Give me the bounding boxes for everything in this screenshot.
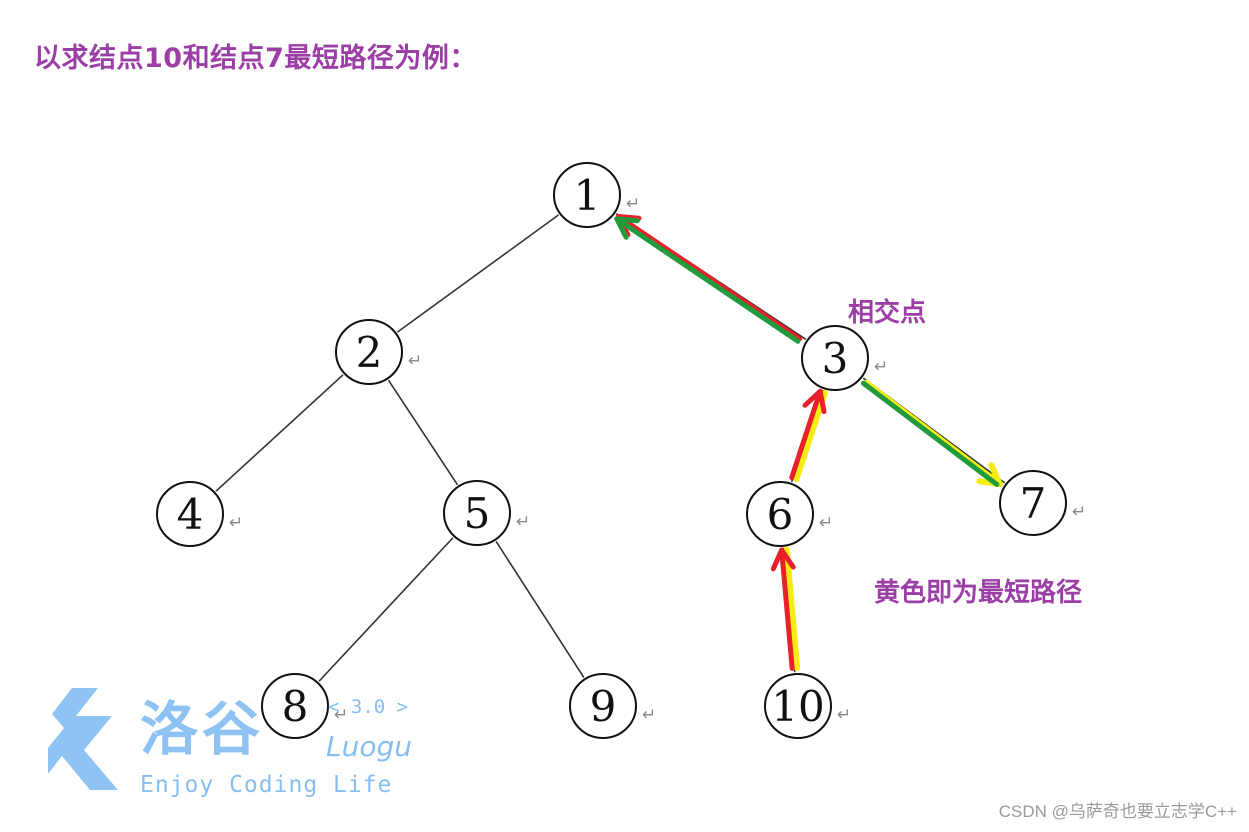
logo-english-text: Luogu: [326, 730, 412, 763]
return-mark: ↵: [1072, 502, 1086, 522]
return-mark: ↵: [837, 705, 851, 725]
green-arrow: [614, 216, 801, 344]
node-label: 9: [590, 682, 617, 731]
node-label: 8: [282, 682, 309, 731]
return-mark: ↵: [874, 357, 888, 377]
tree-node-1: 1↵: [553, 162, 640, 228]
return-mark: ↵: [408, 351, 422, 371]
tree-edge: [495, 541, 585, 678]
return-mark: ↵: [626, 194, 640, 214]
logo-tagline: Enjoy Coding Life: [140, 772, 393, 798]
tree-node-2: 2↵: [335, 319, 422, 385]
diagram-title: 以求结点10和结点7最短路径为例：: [34, 43, 477, 74]
tree-node-7: 7↵: [999, 470, 1086, 536]
tree-node-6: 6↵: [746, 481, 833, 547]
tree-node-10: 10 ↵: [764, 673, 851, 739]
tree-edge: [387, 379, 459, 486]
tree-edge: [318, 537, 454, 682]
tree-node-5: 5↵: [443, 480, 530, 546]
return-mark: ↵: [334, 705, 348, 725]
node-label: 7: [1020, 479, 1047, 528]
node-label: 1: [574, 171, 601, 220]
node-label: 2: [356, 328, 383, 377]
yellow-arrow: [793, 389, 828, 483]
red-arrow: [789, 388, 827, 481]
tree-node-8: 8↵: [261, 673, 348, 739]
csdn-watermark: CSDN @乌萨奇也要立志学C++: [998, 802, 1237, 821]
return-mark: ↵: [642, 705, 656, 725]
return-mark: ↵: [516, 512, 530, 532]
node-label: 6: [767, 490, 794, 539]
shortest-path-label: 黄色即为最短路径: [874, 578, 1083, 608]
yellow-arrow: [783, 546, 801, 671]
node-label: 5: [464, 489, 491, 538]
tree-edge: [215, 374, 344, 492]
tree-node-3: 3↵: [801, 325, 888, 391]
return-mark: ↵: [819, 513, 833, 533]
tree-edge: [396, 214, 560, 333]
intersection-point-label: 相交点: [848, 298, 927, 328]
node-label: 3: [822, 334, 849, 383]
node-label: 4: [177, 490, 204, 539]
tree-node-4: 4↵: [156, 481, 243, 547]
logo-version: < 3.0 >: [328, 696, 409, 718]
red-arrow: [770, 547, 796, 671]
logo-chinese-text: 洛谷: [140, 695, 265, 763]
red-arrow: [615, 213, 803, 342]
luogu-logo-icon: [48, 688, 118, 790]
tree-node-9: 9↵: [569, 673, 656, 739]
node-label: 10: [771, 682, 824, 731]
return-mark: ↵: [229, 513, 243, 533]
green-arrow: [860, 380, 1000, 488]
